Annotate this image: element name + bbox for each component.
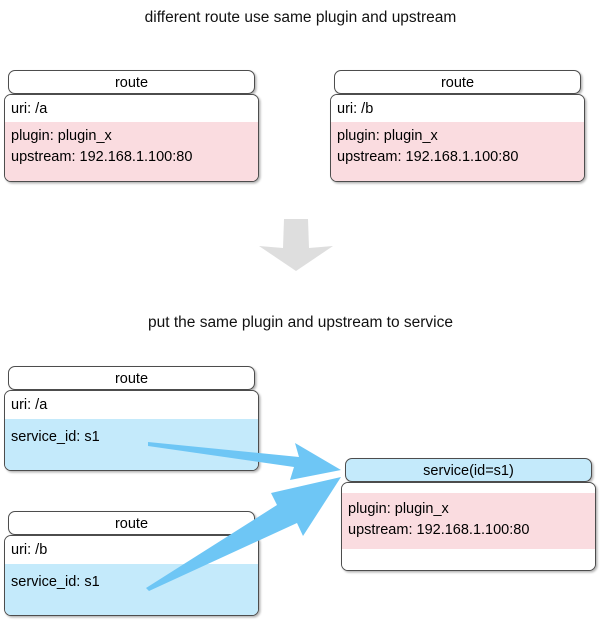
arrow-down-icon (259, 219, 333, 271)
service-spacer-bottom (342, 549, 595, 570)
route-uri-text: uri: /a (11, 101, 48, 117)
route-plugin-text: plugin: plugin_x (337, 128, 438, 144)
route-service-id-text: service_id: s1 (11, 574, 100, 590)
route-card-b-bottom: route uri: /b service_id: s1 (4, 511, 259, 616)
route-uri-section: uri: /b (331, 95, 584, 122)
route-card-body: uri: /b plugin: plugin_x upstream: 192.1… (330, 94, 585, 182)
route-service-id-section: service_id: s1 (5, 419, 258, 470)
route-card-a-top: route uri: /a plugin: plugin_x upstream:… (4, 70, 259, 182)
route-service-id-section: service_id: s1 (5, 564, 258, 615)
route-plugin-text: plugin: plugin_x (11, 128, 112, 144)
route-uri-text: uri: /b (11, 542, 48, 558)
route-card-b-top: route uri: /b plugin: plugin_x upstream:… (330, 70, 585, 182)
route-plugin-upstream-section: plugin: plugin_x upstream: 192.168.1.100… (331, 122, 584, 181)
route-card-a-bottom: route uri: /a service_id: s1 (4, 366, 259, 471)
route-card-body: uri: /a service_id: s1 (4, 390, 259, 471)
service-plugin-upstream-section: plugin: plugin_x upstream: 192.168.1.100… (342, 493, 595, 549)
route-plugin-upstream-section: plugin: plugin_x upstream: 192.168.1.100… (5, 122, 258, 181)
route-card-header: route (8, 511, 255, 535)
route-service-id-text: service_id: s1 (11, 429, 100, 445)
route-uri-text: uri: /b (337, 101, 374, 117)
service-plugin-text: plugin: plugin_x (348, 501, 449, 517)
route-uri-section: uri: /a (5, 391, 258, 419)
service-spacer-top (342, 483, 595, 493)
route-card-header: route (334, 70, 581, 94)
service-card: service(id=s1) plugin: plugin_x upstream… (341, 458, 596, 571)
route-card-body: uri: /b service_id: s1 (4, 535, 259, 616)
route-card-header: route (8, 70, 255, 94)
route-uri-section: uri: /b (5, 536, 258, 564)
route-card-header: route (8, 366, 255, 390)
route-upstream-text: upstream: 192.168.1.100:80 (337, 149, 519, 165)
top-section-title: different route use same plugin and upst… (144, 9, 457, 26)
bottom-section-title: put the same plugin and upstream to serv… (147, 314, 453, 331)
service-upstream-text: upstream: 192.168.1.100:80 (348, 522, 530, 538)
route-card-body: uri: /a plugin: plugin_x upstream: 192.1… (4, 94, 259, 182)
route-uri-section: uri: /a (5, 95, 258, 122)
service-card-header: service(id=s1) (345, 458, 592, 482)
route-upstream-text: upstream: 192.168.1.100:80 (11, 149, 193, 165)
route-uri-text: uri: /a (11, 397, 48, 413)
service-card-body: plugin: plugin_x upstream: 192.168.1.100… (341, 482, 596, 571)
